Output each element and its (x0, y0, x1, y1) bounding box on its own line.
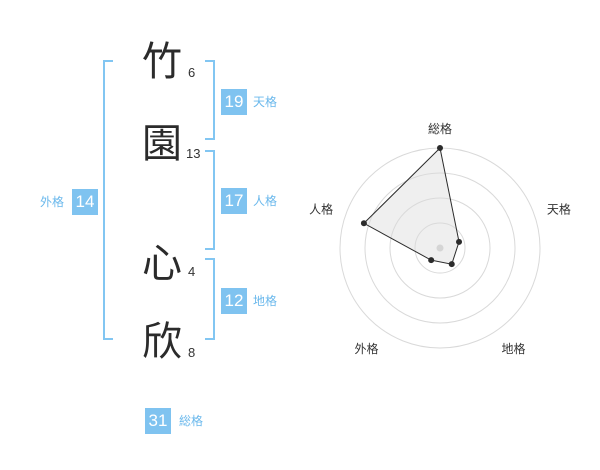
radar-point-1 (456, 238, 463, 245)
radar-point-2 (448, 261, 455, 268)
gaikaku-bracket (103, 60, 113, 340)
chikaku-value: 12 (221, 288, 247, 314)
gaikaku-value: 14 (72, 189, 98, 215)
radar-axis-label-4: 人格 (309, 201, 333, 216)
radar-point-3 (428, 257, 435, 264)
tenkaku-bracket (205, 60, 215, 140)
radar-grid-ring (364, 172, 516, 324)
surname-char-2-strokes: 13 (186, 146, 201, 161)
radar-grid-ring (414, 222, 466, 274)
soukaku-value: 31 (145, 408, 171, 434)
jinkaku-bracket (205, 150, 215, 250)
surname-char-1: 竹 (142, 39, 182, 85)
tenkaku-value: 19 (221, 89, 247, 115)
radar-center-dot (436, 244, 444, 252)
radar-axis-label-3: 外格 (355, 341, 379, 356)
radar-axis-label-0: 総格 (428, 121, 452, 136)
soukaku-label: 総格 (179, 414, 204, 428)
given-char-2: 欣 (142, 319, 182, 365)
chikaku-bracket (205, 258, 215, 340)
jinkaku-value: 17 (221, 188, 247, 214)
given-char-1: 心 (142, 241, 182, 287)
radar-grid-ring (389, 197, 491, 299)
radar-point-0 (437, 145, 443, 151)
radar-axis-label-2: 地格 (501, 341, 525, 356)
radar-axis-label-1: 天格 (547, 201, 571, 216)
gaikaku-label: 外格 (40, 195, 65, 209)
tenkaku-label: 天格 (253, 95, 278, 109)
radar-series-polygon (363, 146, 460, 265)
jinkaku-label: 人格 (253, 194, 278, 208)
radar-point-4 (360, 220, 367, 227)
chikaku-label: 地格 (253, 294, 278, 308)
given-char-2-strokes: 8 (188, 345, 196, 360)
surname-char-1-strokes: 6 (188, 65, 196, 80)
given-char-1-strokes: 4 (188, 264, 196, 279)
surname-char-2: 園 (142, 121, 182, 167)
